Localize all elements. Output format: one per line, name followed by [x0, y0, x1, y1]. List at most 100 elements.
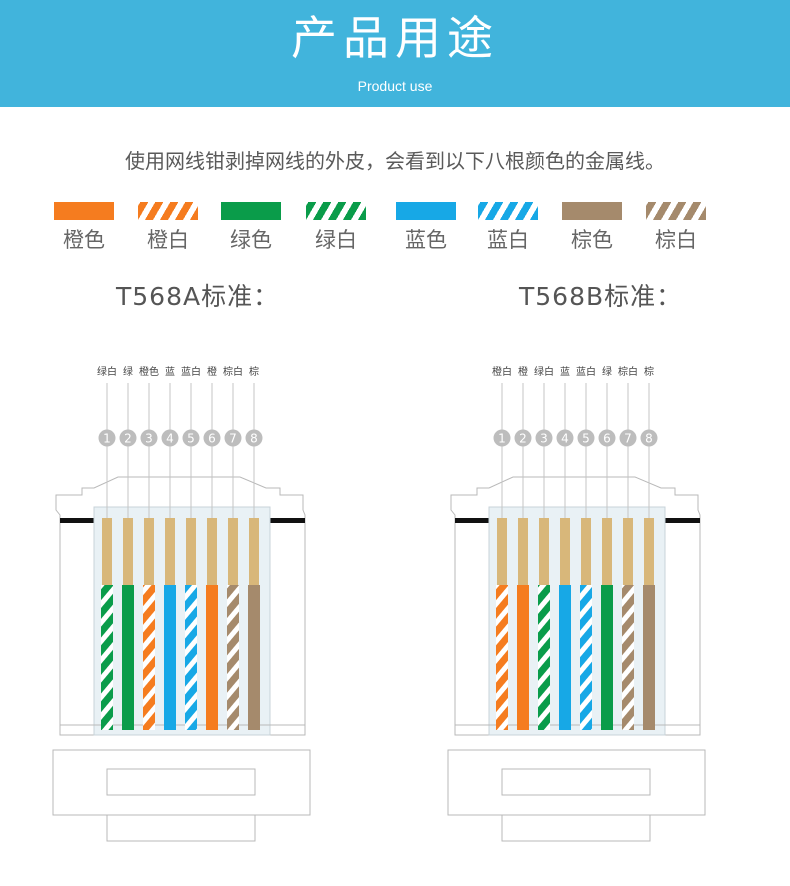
pin-number: 6 [603, 432, 611, 446]
pin-number-circle [640, 429, 658, 447]
wire-blue [164, 585, 176, 730]
page-title: 产品用途 [291, 11, 499, 65]
wire-blue [559, 585, 571, 730]
legend-label: 绿白 [315, 228, 357, 252]
pin-number-circle [182, 429, 200, 447]
t568a-title: T568A标准： [116, 282, 280, 311]
pin-number: 7 [229, 432, 237, 446]
wire-orange [206, 585, 218, 730]
t568b-title: T568B标准： [519, 282, 683, 311]
contact-housing [93, 506, 271, 736]
pin-number: 5 [582, 432, 590, 446]
legend-label: 绿色 [230, 228, 272, 252]
gold-contact [165, 518, 175, 586]
pin-number: 1 [103, 432, 111, 446]
gold-contact [497, 518, 507, 586]
legend-swatch [306, 202, 366, 220]
pin-number-circle [245, 429, 263, 447]
legend-swatch [221, 202, 281, 220]
pin-number-circle [119, 429, 137, 447]
pin-number: 6 [208, 432, 216, 446]
wire-blue-white [580, 585, 592, 730]
pin-number-circle [140, 429, 158, 447]
pin-number: 4 [166, 432, 174, 446]
pin-number: 8 [645, 432, 653, 446]
pin-color-label: 橙白 [492, 365, 512, 378]
pin-number: 3 [540, 432, 548, 446]
contact-housing [488, 506, 666, 736]
wire-orange [517, 585, 529, 730]
legend-label: 蓝色 [405, 228, 447, 252]
gold-contact [102, 518, 112, 586]
boot-window [106, 768, 256, 796]
pin-number-circle [98, 429, 116, 447]
wire-green [122, 585, 134, 730]
wire-brown-white [227, 585, 239, 730]
pin-number-circle [514, 429, 532, 447]
wire-blue-white [185, 585, 197, 730]
pin-color-label: 蓝白 [181, 365, 201, 378]
gold-contact [207, 518, 217, 586]
boot-tail [106, 814, 256, 842]
pin-color-label: 棕白 [618, 365, 638, 378]
wire-orange-white [496, 585, 508, 730]
gold-contact [581, 518, 591, 586]
wire-brown-white [622, 585, 634, 730]
pin-number-circle [493, 429, 511, 447]
legend-swatch [562, 202, 622, 220]
pin-color-label: 蓝 [560, 366, 570, 378]
legend-label: 棕色 [571, 228, 613, 252]
legend-swatch [54, 202, 114, 220]
pin-number-circle [619, 429, 637, 447]
pin-number: 2 [519, 432, 527, 446]
wire-green [601, 585, 613, 730]
pin-color-label: 绿 [123, 365, 133, 378]
intro-text: 使用网线钳剥掉网线的外皮，会看到以下八根颜色的金属线。 [125, 149, 665, 173]
pin-color-label: 绿 [602, 365, 612, 378]
page-subtitle: Product use [357, 78, 433, 94]
pin-number-circle [577, 429, 595, 447]
header-banner: 产品用途 Product use [0, 0, 790, 107]
pin-number: 3 [145, 432, 153, 446]
gold-contact [644, 518, 654, 586]
gold-contact [623, 518, 633, 586]
legend-label: 棕白 [655, 228, 697, 252]
legend-swatch [138, 202, 198, 220]
legend-swatch [646, 202, 706, 220]
pin-color-label: 蓝 [165, 366, 175, 378]
pin-color-label: 棕白 [223, 365, 243, 378]
gold-contact [518, 518, 528, 586]
pin-color-label: 棕 [249, 365, 259, 378]
latch-line-right [661, 518, 700, 523]
legend-label: 橙色 [63, 228, 105, 252]
wire-green-white [101, 585, 113, 730]
pin-number-circle [598, 429, 616, 447]
pin-number: 2 [124, 432, 132, 446]
gold-contact [539, 518, 549, 586]
gold-contact [602, 518, 612, 586]
pin-number-circle [535, 429, 553, 447]
latch-line-left [455, 518, 495, 523]
legend-swatch [478, 202, 538, 220]
legend-label: 橙白 [147, 228, 189, 252]
wire-brown [643, 585, 655, 730]
pin-color-label: 蓝白 [576, 365, 596, 378]
t568a-connector-diagram: 绿白 1 绿 2 橙色 3 蓝 4 蓝白 5 橙 6 棕白 7 棕 8 [52, 365, 311, 842]
pin-number: 5 [187, 432, 195, 446]
pin-number-circle [224, 429, 242, 447]
wire-green-white [538, 585, 550, 730]
pin-number: 7 [624, 432, 632, 446]
pin-color-label: 橙 [207, 365, 217, 378]
pin-color-label: 棕 [644, 365, 654, 378]
boot-window [501, 768, 651, 796]
gold-contact [144, 518, 154, 586]
legend-label: 蓝白 [487, 228, 529, 252]
boot-tail [501, 814, 651, 842]
pin-color-label: 橙色 [139, 365, 159, 378]
pin-color-label: 橙 [518, 365, 528, 378]
gold-contact [249, 518, 259, 586]
latch-line-left [60, 518, 100, 523]
pin-number: 8 [250, 432, 258, 446]
pin-color-label: 绿白 [97, 365, 117, 378]
gold-contact [228, 518, 238, 586]
